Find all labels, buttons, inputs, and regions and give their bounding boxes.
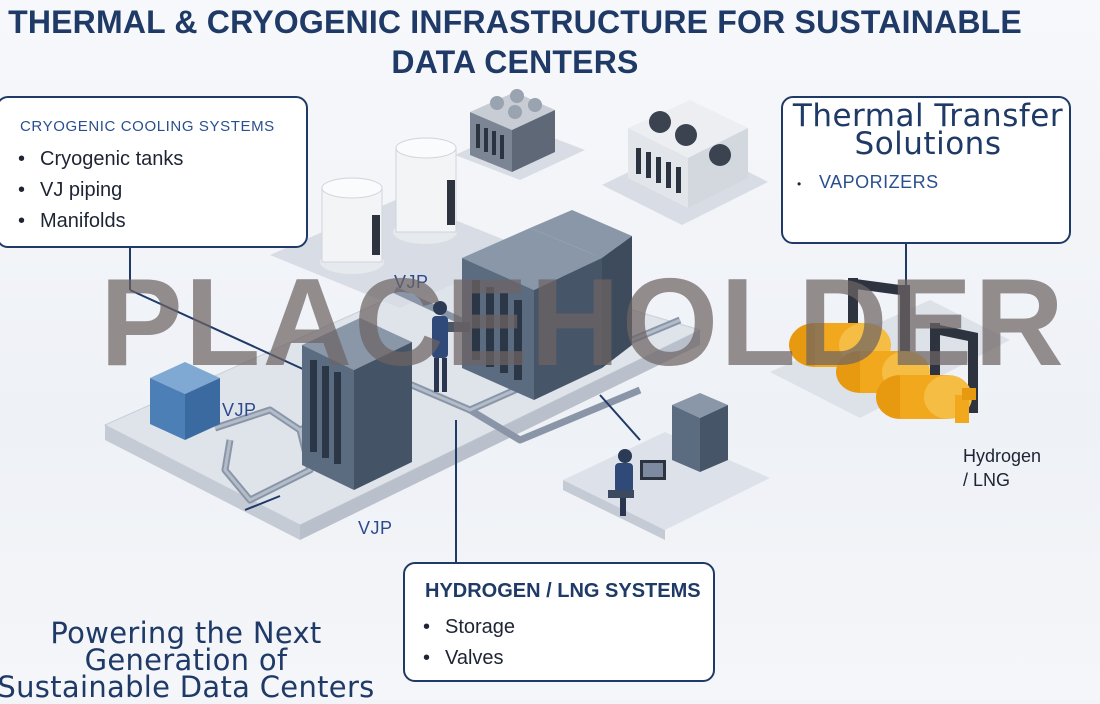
pipe-label: VJP bbox=[358, 518, 393, 538]
thermal-item-list: • VAPORIZERS bbox=[797, 172, 939, 193]
cryogenic-cooling-callout: CRYOGENIC COOLING SYSTEMS • Cryogenic tan… bbox=[0, 96, 308, 248]
bullet-icon: • bbox=[18, 148, 26, 170]
hydrogen-lng-label: Hydrogen / LNG bbox=[963, 444, 1041, 492]
callout-leader-lines bbox=[129, 244, 907, 562]
list-item-label: VJ piping bbox=[40, 179, 123, 201]
list-item: • Valves bbox=[423, 643, 515, 674]
tagline-line-1: Powering the Next bbox=[50, 616, 322, 650]
thermal-heading-line-1: Thermal Transfer bbox=[792, 98, 1064, 134]
list-item: • Manifolds bbox=[18, 206, 183, 237]
page-title: THERMAL & CRYOGENIC INFRASTRUCTURE FOR S… bbox=[0, 2, 1030, 82]
list-item-label: Storage bbox=[445, 616, 516, 638]
tagline: Powering the Next Generation of Sustaina… bbox=[0, 616, 376, 704]
thermal-heading-line-2: Solutions bbox=[854, 126, 1002, 162]
server-rack-cluster-left bbox=[302, 318, 412, 490]
thermal-transfer-callout: Thermal Transfer Solutions • VAPORIZERS bbox=[781, 96, 1071, 244]
tank-platform bbox=[270, 198, 530, 308]
bullet-icon: • bbox=[423, 616, 431, 638]
title-line-2: DATA CENTERS bbox=[391, 44, 639, 80]
list-item: • VJ piping bbox=[18, 175, 183, 206]
list-item: • VAPORIZERS bbox=[797, 172, 939, 193]
cryogenic-tank bbox=[320, 177, 384, 274]
pipe-label: VJP bbox=[222, 400, 257, 420]
hydrogen-lng-callout: HYDROGEN / LNG SYSTEMS • Storage • Valves bbox=[403, 562, 715, 682]
bullet-icon: • bbox=[18, 179, 26, 201]
pipe-label: VJP bbox=[394, 272, 429, 292]
workstation-platform bbox=[563, 432, 770, 530]
fan-cooler-unit bbox=[628, 100, 748, 208]
list-item: • Cryogenic tanks bbox=[18, 144, 183, 175]
technician-figure bbox=[432, 301, 470, 392]
chiller-unit bbox=[470, 89, 555, 172]
title-line-1: THERMAL & CRYOGENIC INFRASTRUCTURE FOR S… bbox=[8, 4, 1022, 40]
list-item-label: Manifolds bbox=[40, 210, 126, 232]
hydrogen-callout-heading: HYDROGEN / LNG SYSTEMS bbox=[425, 580, 701, 602]
cryogenic-tank bbox=[393, 137, 457, 244]
cryogenic-callout-heading: CRYOGENIC COOLING SYSTEMS bbox=[20, 118, 275, 135]
tagline-line-3: Sustainable Data Centers bbox=[0, 670, 375, 704]
list-item-label: VAPORIZERS bbox=[819, 172, 939, 192]
hydrogen-label-line-1: Hydrogen bbox=[963, 446, 1042, 466]
tagline-line-2: Generation of bbox=[84, 643, 288, 677]
compressor-unit bbox=[150, 362, 220, 440]
bullet-icon: • bbox=[797, 177, 802, 191]
cryogenic-item-list: • Cryogenic tanks • VJ piping • Manifolds bbox=[18, 144, 183, 237]
bullet-icon: • bbox=[18, 210, 26, 232]
thermal-callout-heading: Thermal Transfer Solutions bbox=[783, 98, 1073, 162]
server-rack-small bbox=[672, 393, 728, 472]
server-rack-cluster-center bbox=[462, 210, 632, 400]
hydrogen-tank-farm bbox=[789, 278, 978, 423]
list-item-label: Cryogenic tanks bbox=[40, 148, 184, 170]
bullet-icon: • bbox=[423, 647, 431, 669]
placeholder-watermark: PLACEHOLDER bbox=[100, 254, 1066, 392]
list-item-label: Valves bbox=[445, 647, 504, 669]
hydrogen-item-list: • Storage • Valves bbox=[423, 612, 515, 674]
list-item: • Storage bbox=[423, 612, 515, 643]
hydrogen-label-line-2: / LNG bbox=[963, 470, 1011, 490]
operator-figure bbox=[608, 449, 666, 516]
